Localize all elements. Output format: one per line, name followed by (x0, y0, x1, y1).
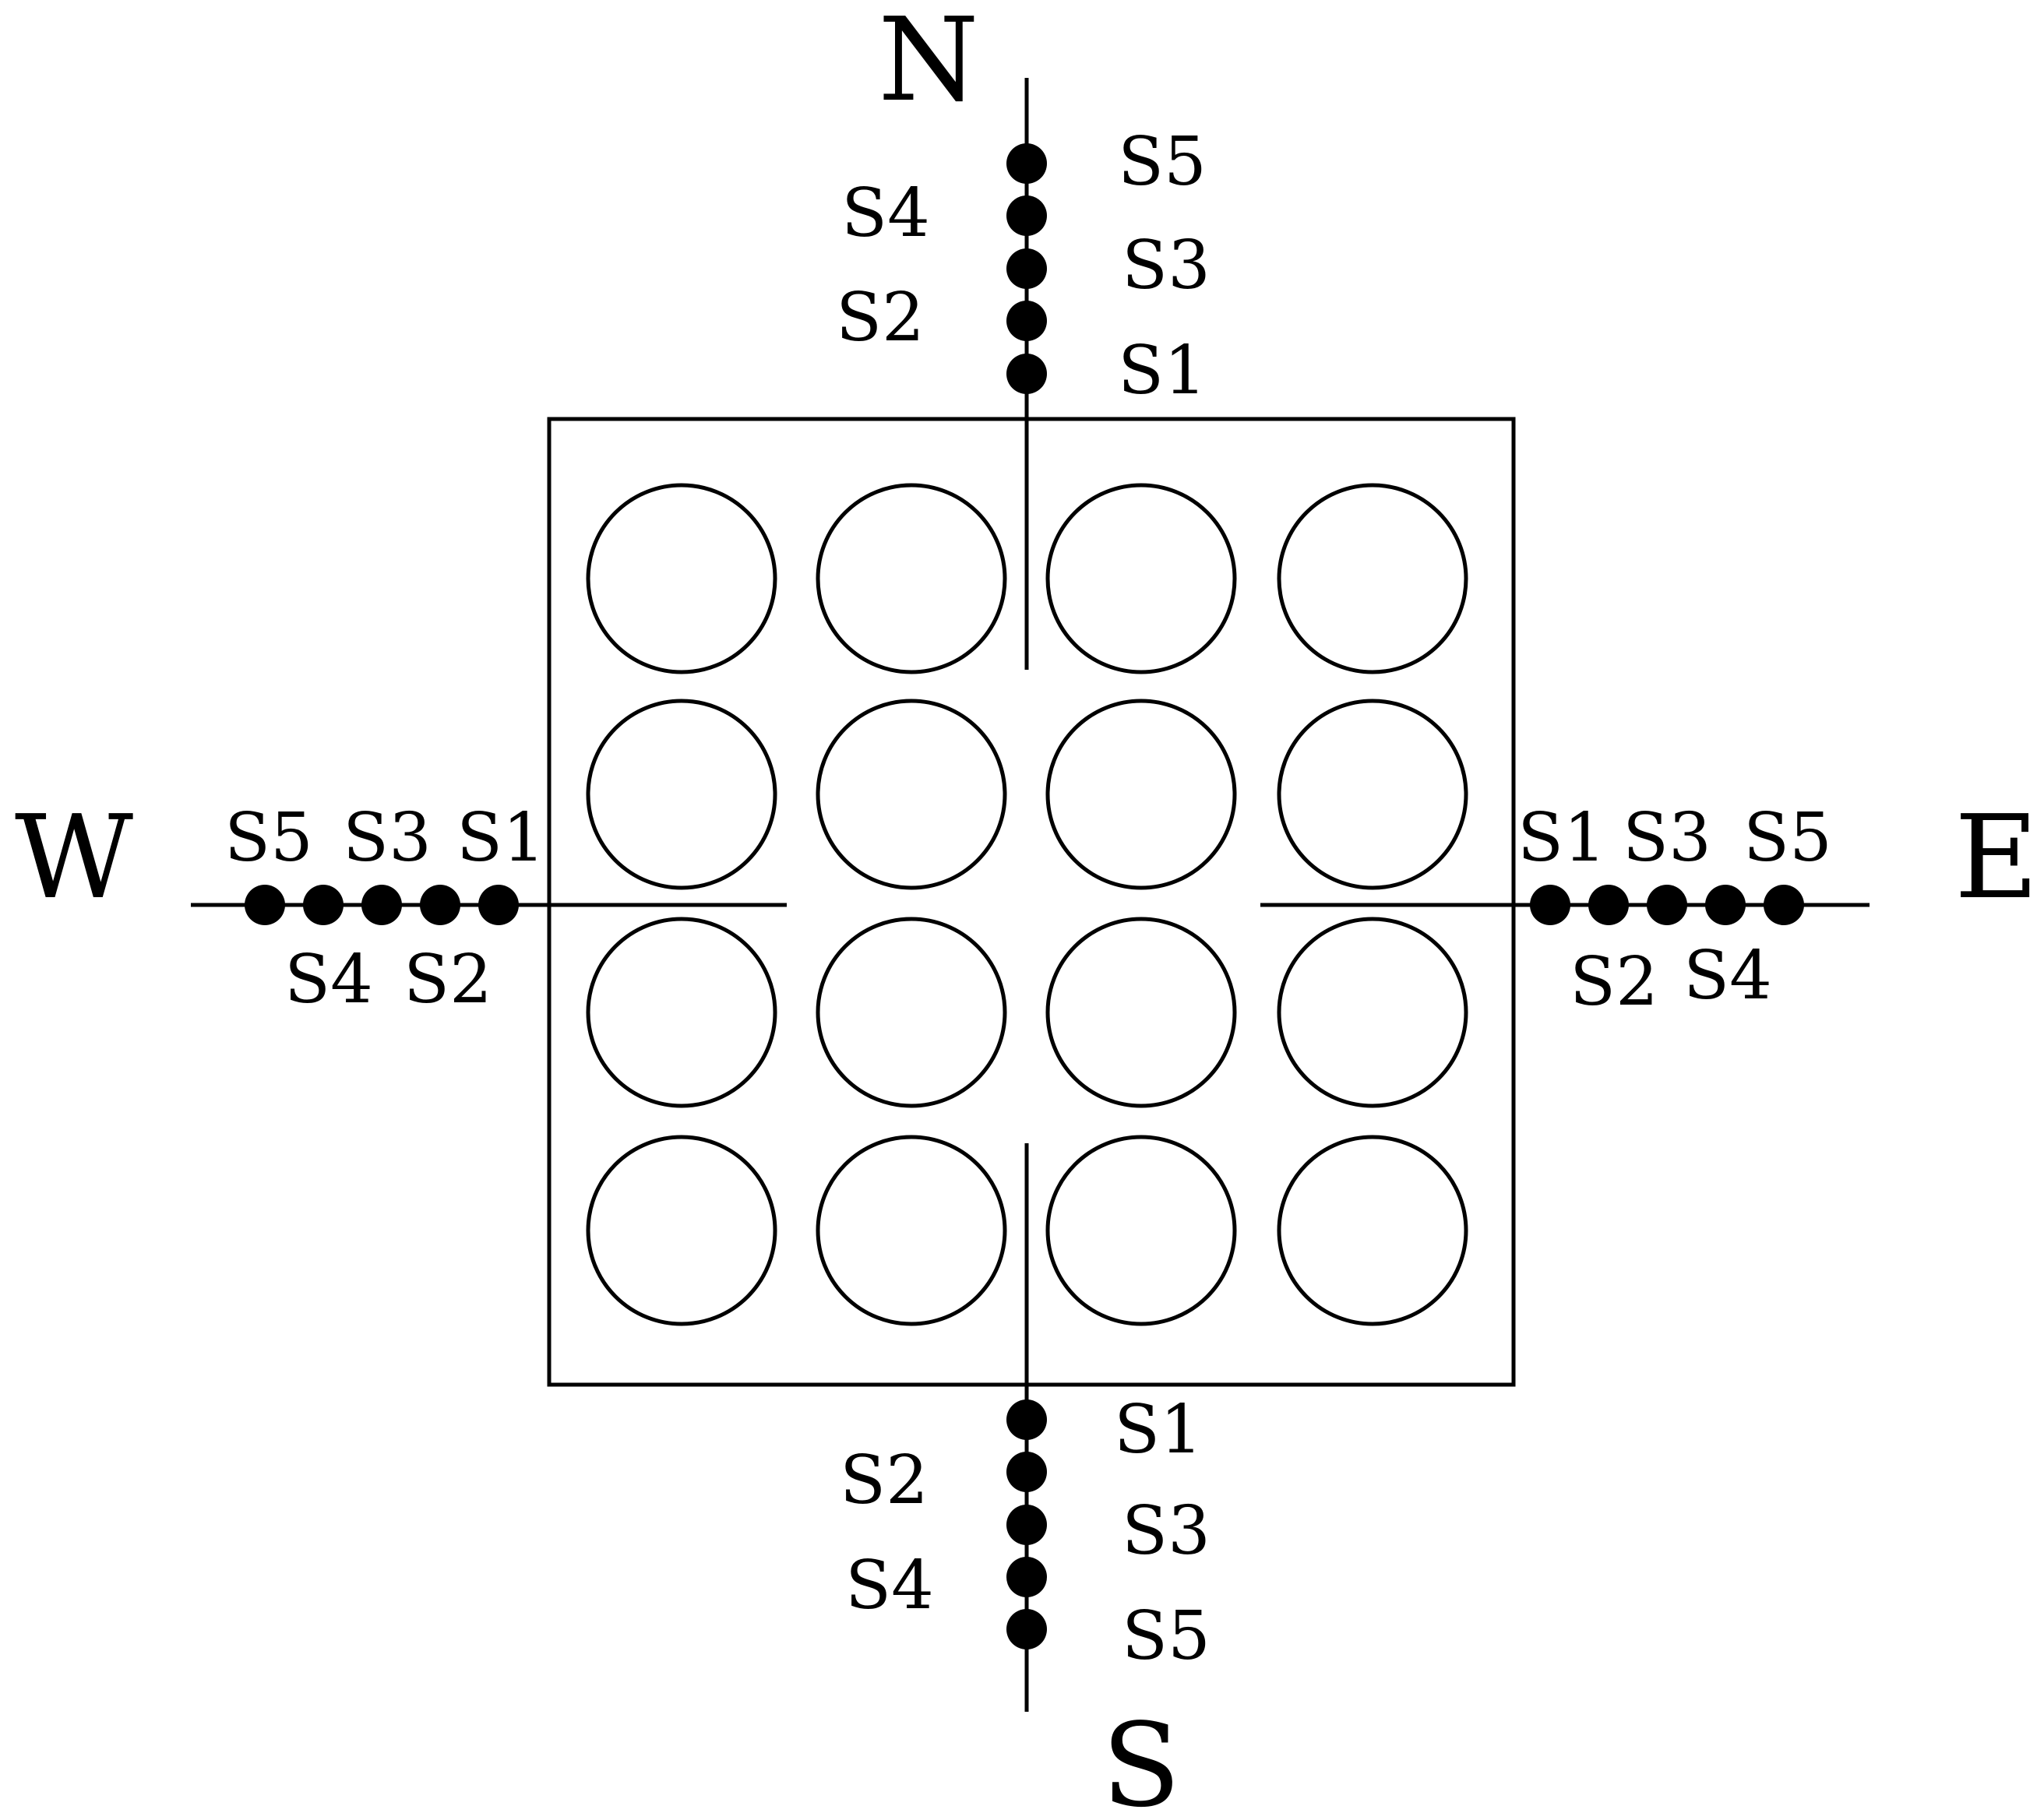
direction-label-west: W (15, 790, 133, 924)
north-sensor-s3-dot (1006, 248, 1047, 289)
north-sensor-s4-dot (1006, 195, 1047, 236)
north-sensor-s1-dot (1006, 354, 1047, 394)
south-sensor-label-s2: S2 (840, 1442, 929, 1519)
north-sensor-s5-dot (1006, 143, 1047, 184)
west-sensor-s2-dot (420, 885, 460, 925)
grid-circle-r1-c4 (1277, 483, 1468, 674)
north-sensor-label-s5: S5 (1118, 123, 1207, 201)
grid-circle-r3-c2 (816, 917, 1007, 1108)
grid-circle-r2-c3 (1045, 699, 1237, 890)
south-sensor-label-s5: S5 (1122, 1597, 1211, 1675)
south-sensor-label-s4: S4 (845, 1547, 934, 1625)
south-sensor-s2-dot (1006, 1452, 1047, 1492)
south-sensor-s1-dot (1006, 1399, 1047, 1440)
east-sensor-s3-dot (1647, 885, 1687, 925)
east-sensor-s2-dot (1588, 885, 1629, 925)
circle-grid (586, 483, 1468, 1326)
north-sensor-dots (1006, 143, 1047, 394)
direction-label-south: S (1101, 1699, 1180, 1813)
east-sensor-s1-dot (1530, 885, 1570, 925)
west-sensor-s3-dot (361, 885, 402, 925)
west-sensor-dots (245, 885, 519, 925)
grid-circle-r4-c3 (1045, 1135, 1237, 1326)
west-sensor-label-s3: S3 (343, 799, 432, 877)
east-sensor-s4-dot (1705, 885, 1746, 925)
enclosure-square (547, 417, 1516, 1387)
south-sensor-label-s1: S1 (1114, 1391, 1203, 1469)
grid-circle-r4-c4 (1277, 1135, 1468, 1326)
west-sensor-s5-dot (245, 885, 285, 925)
west-sensor-label-s2: S2 (404, 941, 492, 1019)
grid-circle-r4-c2 (816, 1135, 1007, 1326)
direction-label-north: N (878, 0, 979, 127)
north-sensor-label-s2: S2 (836, 279, 925, 357)
north-sensor-label-s3: S3 (1122, 227, 1211, 305)
grid-circle-r3-c4 (1277, 917, 1468, 1108)
west-sensor-label-s5: S5 (224, 799, 313, 877)
grid-circle-r1-c2 (816, 483, 1007, 674)
east-sensor-s5-dot (1764, 885, 1804, 925)
south-sensor-s4-dot (1006, 1557, 1047, 1597)
south-sensor-dots (1006, 1399, 1047, 1649)
north-sensor-label-s4: S4 (841, 174, 930, 252)
south-sensor-s5-dot (1006, 1609, 1047, 1649)
east-sensor-label-s3: S3 (1623, 799, 1711, 877)
grid-circle-r1-c3 (1045, 483, 1237, 674)
east-sensor-label-s1: S1 (1517, 799, 1606, 877)
east-sensor-label-s2: S2 (1570, 943, 1658, 1021)
south-sensor-s3-dot (1006, 1505, 1047, 1545)
grid-circle-r2-c2 (816, 699, 1007, 890)
south-sensor-label-s3: S3 (1122, 1492, 1211, 1570)
grid-circle-r2-c1 (586, 699, 777, 890)
north-sensor-label-s1: S1 (1118, 332, 1207, 410)
north-sensor-s2-dot (1006, 301, 1047, 341)
west-sensor-label-s1: S1 (456, 799, 545, 877)
east-sensor-label-s4: S4 (1683, 937, 1772, 1015)
west-sensor-label-s4: S4 (284, 941, 373, 1019)
east-sensor-label-s5: S5 (1743, 799, 1832, 877)
east-sensor-dots (1530, 885, 1804, 925)
west-sensor-s1-dot (478, 885, 519, 925)
grid-circle-r1-c1 (586, 483, 777, 674)
grid-circle-r3-c3 (1045, 917, 1237, 1108)
grid-circle-r3-c1 (586, 917, 777, 1108)
west-sensor-s4-dot (303, 885, 344, 925)
direction-label-east: E (1954, 790, 2039, 924)
grid-circle-r4-c1 (586, 1135, 777, 1326)
grid-circle-r2-c4 (1277, 699, 1468, 890)
